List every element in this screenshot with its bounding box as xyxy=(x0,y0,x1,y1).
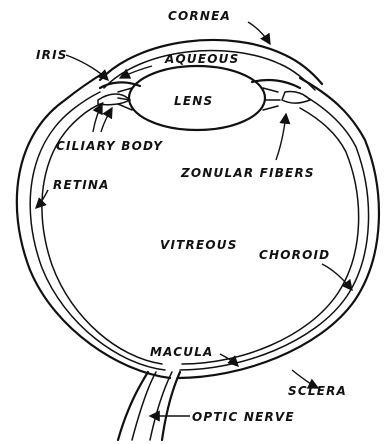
iris-label: IRIS xyxy=(36,48,68,62)
cornea-label: CORNEA xyxy=(168,9,231,23)
choroid-layer xyxy=(30,92,165,370)
iris-pointer xyxy=(66,55,108,80)
aqueous-label: AQUEOUS xyxy=(164,52,239,66)
lens-label: LENS xyxy=(174,94,213,108)
sclera-label: SCLERA xyxy=(288,384,347,398)
optic-nerve-left xyxy=(118,372,148,440)
zonular-pointer xyxy=(276,114,286,160)
retina-label: RETINA xyxy=(53,178,110,192)
vitreous-label: VITREOUS xyxy=(160,238,238,252)
ciliary-body-label: CILIARY BODY xyxy=(56,139,163,153)
ciliary-pointer-1 xyxy=(93,104,102,132)
choroid-label: CHOROID xyxy=(259,248,330,262)
cornea-pointer xyxy=(248,22,270,44)
optic-nerve-label: OPTIC NERVE xyxy=(192,410,295,424)
optic-nerve-right xyxy=(162,372,180,440)
sclera-outer-right xyxy=(178,78,379,378)
ciliary-pointer-2 xyxy=(101,108,112,132)
choroid-layer-right xyxy=(180,96,369,370)
sclera-outer xyxy=(17,72,170,378)
macula-label: MACULA xyxy=(150,345,214,359)
zonular-fibers-label: ZONULAR FIBERS xyxy=(180,166,315,180)
